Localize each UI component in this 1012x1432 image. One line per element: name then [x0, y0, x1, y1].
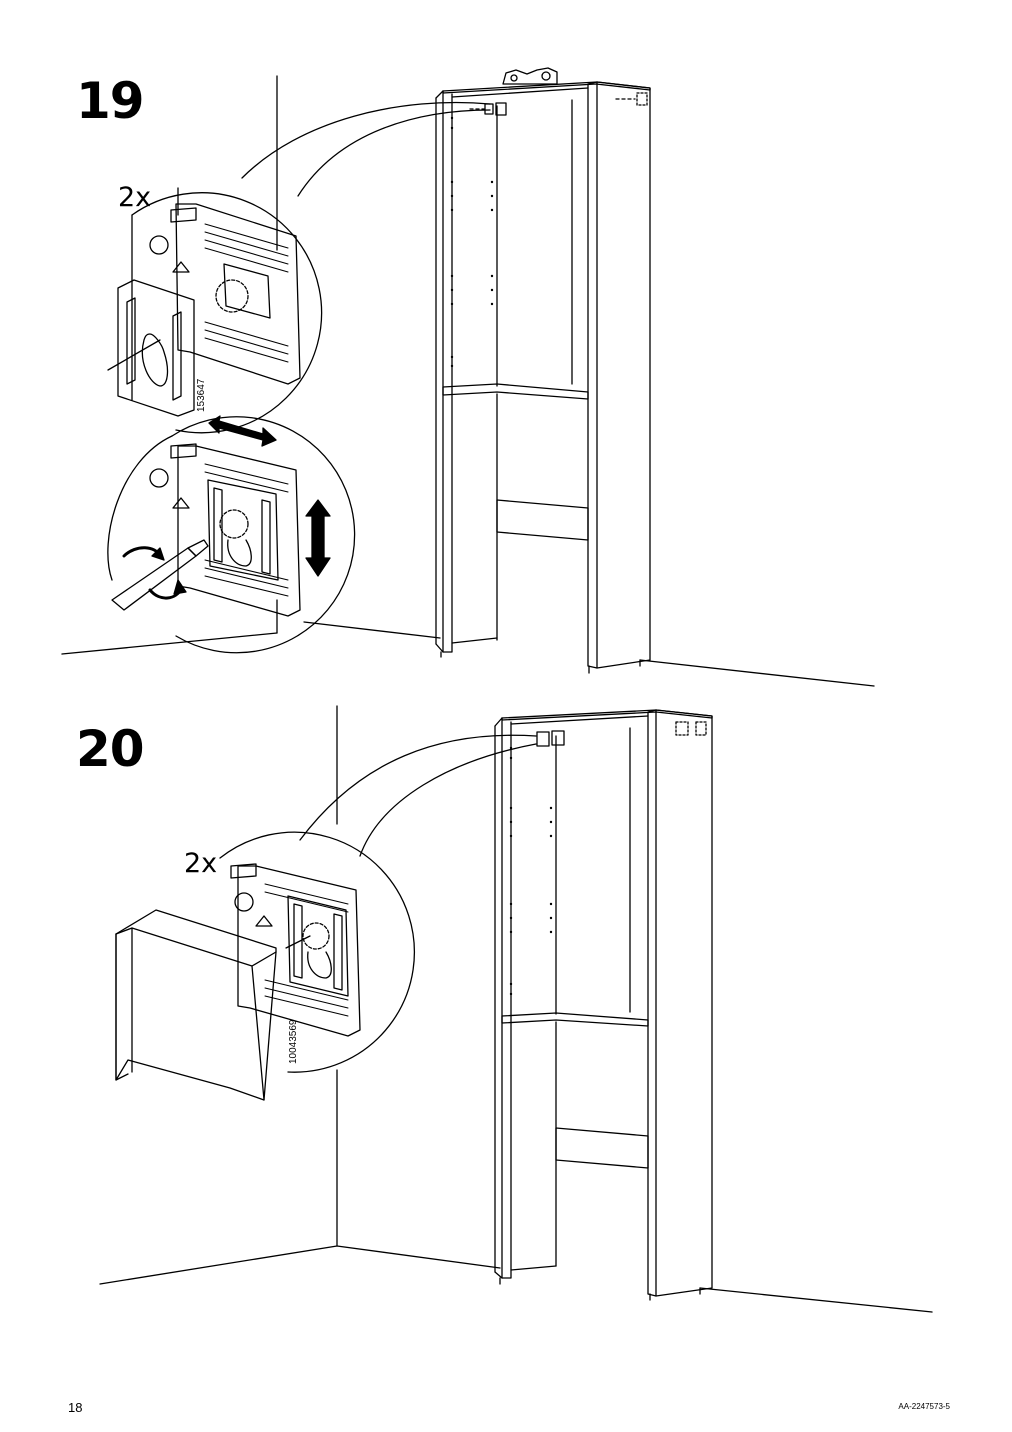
clip-plate [208, 480, 278, 580]
screw-hidden [303, 923, 329, 949]
keyhole [142, 334, 167, 386]
small-bracket [496, 103, 506, 115]
bracket-plate [176, 204, 300, 384]
cabinet-19 [436, 68, 650, 673]
floor-line-left [100, 1246, 337, 1284]
detail-circle-outline [132, 193, 322, 433]
screw-head-icon [235, 893, 253, 911]
small-bracket-hidden [696, 722, 706, 735]
floor-line-wall [304, 622, 440, 638]
cover-cap [537, 732, 549, 746]
bracket-hole [542, 72, 550, 80]
horizontal-arrow-icon [209, 416, 276, 446]
cabinet-left-side [502, 718, 511, 1278]
clip-plate [288, 896, 348, 996]
cover-cap-large [116, 910, 276, 1100]
cover-cap-hidden [676, 722, 688, 735]
clip-plate [118, 280, 194, 416]
arrow-marker-icon [173, 498, 189, 508]
shelf-pin-holes [450, 116, 494, 368]
arrow-marker-icon [256, 916, 272, 926]
shelf-pin-holes [509, 746, 553, 996]
bracket-slot [224, 264, 270, 318]
small-bracket [485, 104, 493, 114]
page-number: 18 [68, 1400, 83, 1415]
bracket-plate [178, 446, 300, 616]
keyhole [228, 540, 252, 566]
step-20-illustration [100, 706, 932, 1312]
screw-hidden [216, 280, 248, 312]
top-wall-bracket [503, 68, 557, 84]
callout-line [300, 735, 536, 840]
floor-line-wall [337, 1246, 500, 1268]
callout-line [298, 110, 490, 196]
cabinet-right-side [648, 710, 712, 1296]
callout-line [360, 744, 536, 856]
part-number-19: 153647 [196, 378, 207, 412]
cabinet-rail [497, 500, 588, 540]
cabinet-shelf [502, 1013, 648, 1026]
bracket-ribs [205, 464, 288, 596]
screw-head-icon [150, 236, 168, 254]
arrow-marker-icon [173, 262, 189, 272]
small-bracket-hidden [637, 93, 647, 105]
screw-head-icon [150, 469, 168, 487]
cabinet-left-side [443, 91, 452, 652]
quantity-label-19: 2x [118, 182, 152, 213]
cabinet-20 [495, 710, 712, 1300]
step-number-20: 20 [76, 720, 145, 778]
part-number-20: 10043569 [288, 1019, 299, 1065]
detail-circle-outline [220, 832, 414, 1072]
bracket-plate [238, 866, 360, 1036]
small-bracket [552, 731, 564, 745]
vertical-arrow-icon [306, 500, 330, 576]
cabinet-shelf [443, 384, 588, 399]
detail-circle-2 [108, 417, 355, 653]
floor-line-left [62, 633, 277, 654]
detail-circle-1 [108, 188, 322, 433]
floor-line-right [640, 660, 874, 686]
detail-circle-3 [220, 832, 414, 1072]
bracket-ribs [265, 884, 348, 1016]
detail-circle-outline [172, 417, 355, 653]
bracket-ribs [205, 224, 288, 362]
keyhole [308, 952, 332, 978]
document-id: AA-2247573-5 [898, 1402, 950, 1411]
callout-line [242, 103, 490, 178]
floor-line-right [700, 1288, 932, 1312]
bracket-hole [511, 75, 517, 81]
cabinet-rail [556, 1128, 648, 1168]
step-19-illustration [62, 68, 874, 686]
quantity-label-20: 2x [184, 848, 218, 879]
screw-hidden [220, 510, 248, 538]
step-number-19: 19 [76, 72, 145, 130]
